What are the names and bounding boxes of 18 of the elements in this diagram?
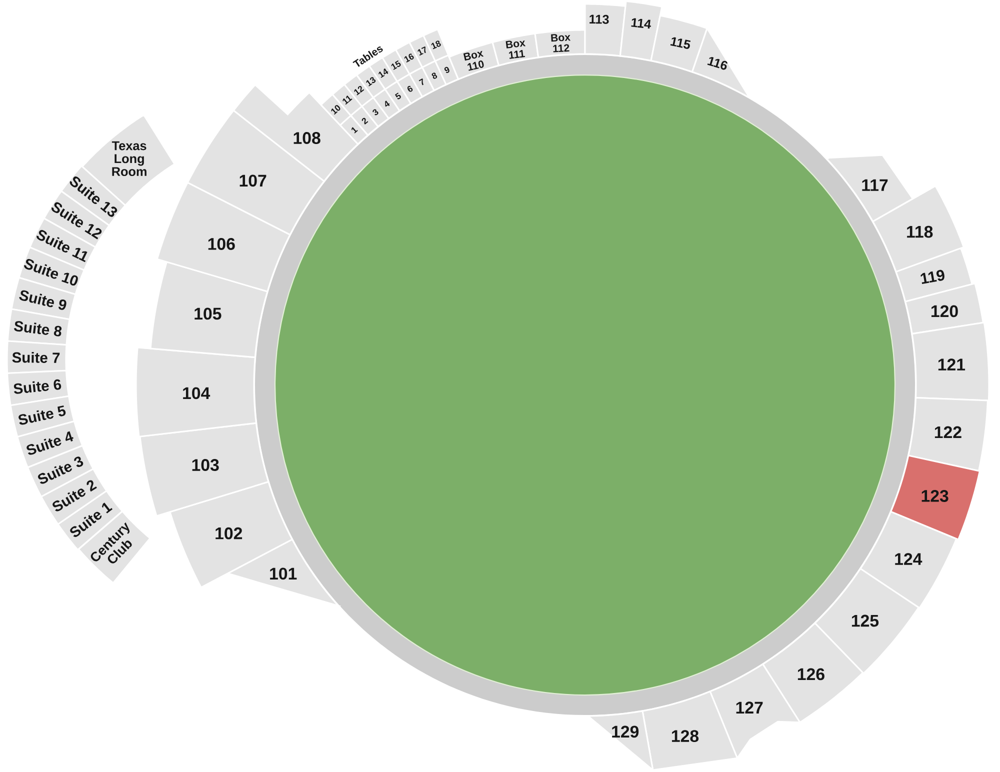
seating-section: 113 — [584, 3, 626, 57]
seating-section: 114 — [619, 0, 663, 62]
seating-section: Suite 7 — [6, 340, 68, 374]
node-label: 128 — [672, 730, 699, 742]
seating-section: 119 — [895, 247, 974, 303]
seating-section: 124 — [859, 510, 958, 610]
node-label: 122 — [934, 426, 962, 438]
node-label: 121 — [938, 358, 966, 370]
seating-section: 123 — [890, 454, 981, 541]
seating-section: 115 — [650, 14, 708, 73]
seating-section: 121 — [911, 322, 990, 402]
seating-section: 103 — [139, 422, 270, 517]
seating-section: 104 — [135, 346, 258, 438]
node-label: 129 — [612, 726, 639, 738]
node-label: 127 — [736, 702, 763, 714]
node-label: 120 — [931, 305, 958, 318]
seating-section: Box 111 — [492, 32, 540, 66]
seating-section: Box 112 — [534, 29, 586, 58]
